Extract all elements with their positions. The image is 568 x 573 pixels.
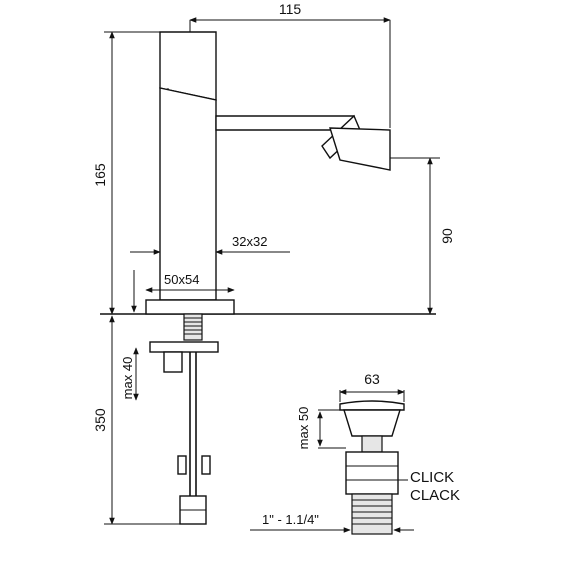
dim-90-label: 90: [439, 228, 455, 244]
dim-top-width: 115: [189, 1, 391, 128]
faucet-base: [145, 299, 235, 315]
supply-hose: [177, 352, 211, 525]
mounting-plate: [149, 341, 219, 373]
faucet-spout: [215, 114, 391, 171]
clack-label: CLACK: [410, 487, 460, 504]
dim-max50-label: max 50: [296, 407, 311, 450]
dim-165-label: 165: [92, 163, 108, 187]
drain-assembly: [339, 400, 405, 535]
threaded-stud: [183, 313, 203, 341]
click-label: CLICK: [410, 469, 454, 486]
dim-32x32-label: 32x32: [232, 234, 267, 249]
dim-base-section: 50x54: [145, 272, 235, 293]
dim-drain-thread: 1" - 1.1/4": [250, 512, 414, 533]
dim-drain-max: max 50: [296, 407, 346, 450]
click-clack-label: CLICK CLACK: [398, 469, 460, 504]
faucet-column: [159, 87, 217, 301]
dim-350-label: 350: [92, 408, 108, 432]
dim-max40-label: max 40: [120, 357, 135, 400]
dim-thread-label: 1" - 1.1/4": [262, 512, 319, 527]
dim-50x54-label: 50x54: [164, 272, 199, 287]
dim-drain-diameter: 63: [339, 371, 405, 402]
dim-spout-height: 90: [390, 157, 455, 315]
dim-total-height: 165: [92, 31, 160, 315]
dim-body-section: 32x32: [130, 234, 290, 255]
dim-115-label: 115: [279, 1, 302, 17]
dim-below-length: 350: [92, 315, 180, 525]
dim-63-label: 63: [364, 371, 380, 387]
dim-max-thickness: max 40: [120, 347, 139, 401]
